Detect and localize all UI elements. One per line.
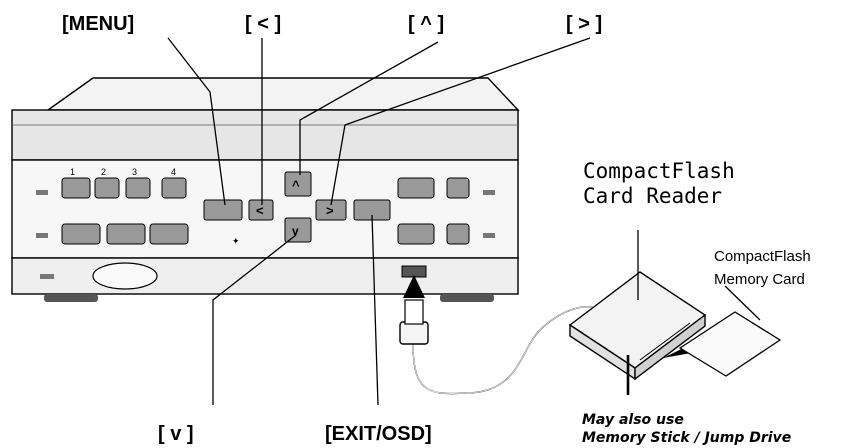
menu-label: [MENU] <box>62 13 134 35</box>
card-label-line1: CompactFlash <box>714 248 811 265</box>
right-arrow-button[interactable] <box>315 199 347 221</box>
channel-3-button[interactable] <box>125 177 151 199</box>
power-button[interactable] <box>446 177 470 199</box>
display-button[interactable] <box>149 223 189 245</box>
search-button[interactable] <box>106 223 146 245</box>
led-indicator <box>36 190 48 195</box>
channel-number-4: 4 <box>171 167 176 177</box>
channel-2-button[interactable] <box>94 177 120 199</box>
left-chevron-icon: < <box>256 203 264 218</box>
record-button[interactable] <box>397 177 435 199</box>
lock-button[interactable] <box>446 223 470 245</box>
usb-plug <box>399 321 429 345</box>
channel-number-2: 2 <box>101 167 106 177</box>
left-foot <box>44 294 98 302</box>
callout-lines <box>167 37 761 406</box>
up-arrow-button[interactable] <box>284 171 312 197</box>
menu-button[interactable] <box>203 199 243 221</box>
right-label: [ > ] <box>566 13 602 35</box>
note-line1: May also use <box>582 412 684 428</box>
right-chevron-icon: > <box>326 203 334 218</box>
exit-osd-label: [EXIT/OSD] <box>325 423 432 445</box>
card-label-line2: Memory Card <box>714 271 805 288</box>
left-arrow-button[interactable] <box>248 199 274 221</box>
memory-card <box>678 311 782 377</box>
reader-label-line1: CompactFlash <box>583 159 735 183</box>
led-indicator <box>483 233 495 238</box>
channel-1-button[interactable] <box>61 177 91 199</box>
playback-button[interactable] <box>61 223 101 245</box>
mouse-icon: ✦ <box>232 236 240 246</box>
reader-label-line2: Card Reader <box>583 184 722 208</box>
down-chevron-icon: v <box>292 224 299 238</box>
led-indicator <box>36 233 48 238</box>
usb-cable <box>399 275 601 395</box>
channel-4-button[interactable] <box>161 177 187 199</box>
channel-number-3: 3 <box>132 167 137 177</box>
dvr-device: 1 2 3 4 < ^ > v ✦ <box>11 77 520 302</box>
stop-button[interactable] <box>397 223 435 245</box>
led-indicator <box>483 190 495 195</box>
ir-sensor <box>40 274 54 279</box>
insert-arrow-icon <box>403 275 425 298</box>
left-label: [ < ] <box>245 13 281 35</box>
front-display-window <box>92 262 158 290</box>
down-arrow-button[interactable] <box>284 217 312 243</box>
up-chevron-icon: ^ <box>292 178 300 193</box>
note-line2: Memory Stick / Jump Drive <box>582 430 791 446</box>
right-foot <box>440 294 494 302</box>
down-label: [ v ] <box>158 423 194 445</box>
channel-number-1: 1 <box>70 167 75 177</box>
up-label: [ ^ ] <box>408 13 444 35</box>
